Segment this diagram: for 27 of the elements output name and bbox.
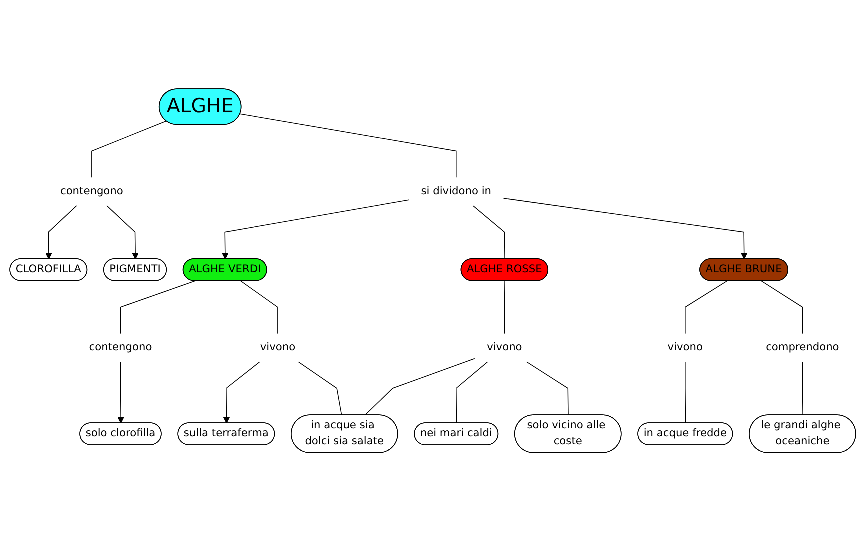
connector: [240, 280, 278, 334]
connector: [456, 362, 488, 424]
node-text: contengono: [60, 185, 124, 198]
connector: [685, 280, 728, 334]
node-text: vivono: [668, 342, 704, 354]
node-text: vivono: [260, 342, 296, 354]
connector: [364, 358, 476, 416]
arrow: [503, 198, 748, 260]
node-text: comprendono: [766, 342, 840, 354]
node-text: vivono: [487, 342, 522, 354]
connector: [120, 280, 196, 334]
connector: [240, 114, 457, 178]
arrow: [106, 205, 139, 260]
connector: [472, 205, 506, 260]
node-text: contengono: [89, 342, 152, 354]
connector: [761, 280, 804, 334]
connector: [685, 362, 686, 424]
node-text: si dividono in: [421, 185, 492, 198]
arrow: [222, 200, 410, 260]
connector: [92, 120, 167, 178]
arrow: [118, 362, 124, 424]
arrow: [46, 205, 78, 260]
connector: [526, 362, 569, 416]
connector: [298, 362, 342, 416]
connector: [504, 280, 506, 334]
arrow: [223, 362, 260, 424]
connector: [802, 362, 804, 416]
